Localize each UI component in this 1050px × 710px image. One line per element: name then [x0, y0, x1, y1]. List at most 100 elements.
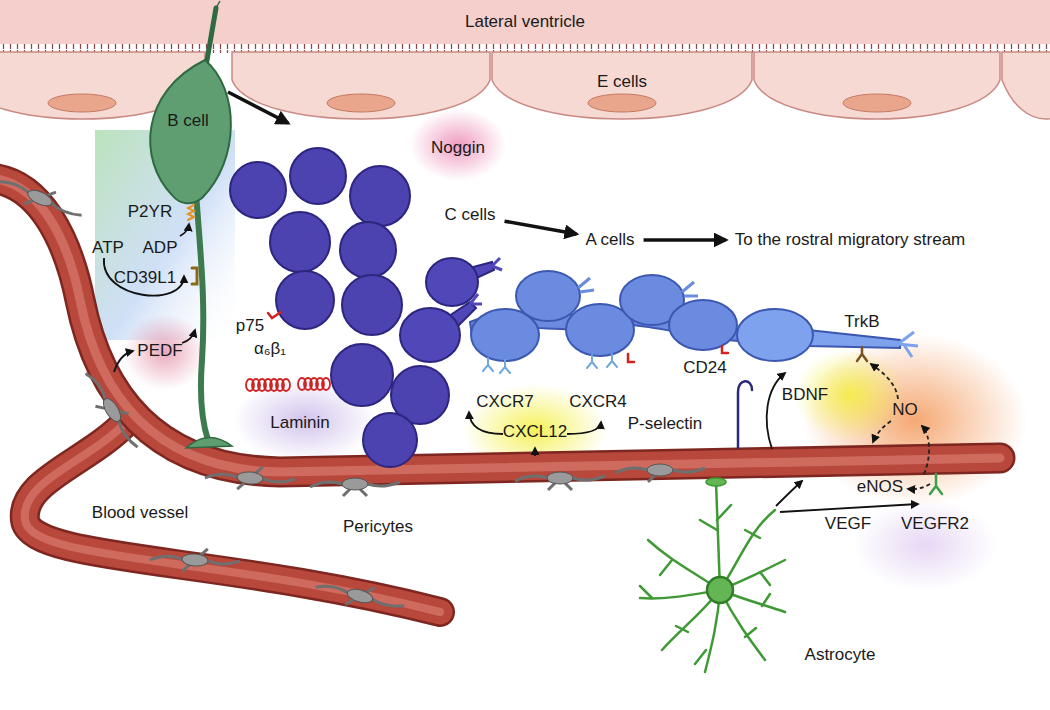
blood-vessel: [25, 420, 440, 612]
pericyte: [547, 472, 573, 484]
receptor: [310, 378, 318, 390]
receptor: [268, 312, 281, 318]
molecule-label: BDNF: [781, 386, 829, 405]
node-text: B cell: [167, 112, 209, 131]
ventricle: [0, 0, 1050, 53]
receptor: [246, 379, 254, 391]
node-text: A cells: [585, 231, 634, 250]
blood-vessel: [0, 178, 1000, 472]
pericyte: [313, 573, 406, 619]
transitional-cell: [462, 262, 494, 282]
receptor: [930, 474, 942, 494]
cell-label: Pericytes: [342, 518, 414, 537]
pericyte: [310, 482, 400, 496]
receptor: [258, 379, 266, 391]
signal-glow: [803, 334, 1027, 506]
receptor: [738, 381, 752, 448]
b-cell: B cell: [164, 111, 212, 132]
transitional-cell: [440, 302, 476, 334]
receptor-label: P2YR: [127, 203, 173, 222]
pericyte: [78, 365, 146, 454]
pericyte: [204, 463, 295, 493]
pericyte: [515, 472, 605, 490]
node-text: To the rostral migratory stream: [735, 231, 966, 250]
structure-label: Blood vessel: [91, 504, 189, 523]
signal-arrow: [114, 351, 133, 372]
molecule-label: VEGF: [824, 515, 872, 534]
receptor: [282, 379, 290, 391]
receptor-label: CXCR4: [568, 393, 628, 412]
molecule-label: NO: [891, 401, 919, 420]
pericyte: [26, 187, 55, 209]
receptor-label: CD24: [682, 359, 727, 378]
signal-arrow: [534, 448, 536, 456]
pericyte: [342, 478, 368, 490]
signal-arrow: [104, 92, 918, 512]
signal-arrow: [104, 258, 184, 296]
molecule-label: Noggin: [430, 139, 486, 158]
pericyte: [515, 476, 605, 490]
astrocyte: [716, 482, 720, 590]
enzyme-label: CD39L1: [113, 269, 177, 288]
signal-glow: [95, 109, 1027, 591]
enzyme-label: eNOS: [856, 478, 904, 497]
pericyte: [100, 396, 124, 424]
signal-arrow: [776, 481, 802, 506]
ependymal-nucleus: [327, 94, 395, 112]
blood-vessel: [0, 178, 1000, 612]
flow-arrow: [644, 238, 726, 242]
receptor: [316, 378, 324, 390]
receptor: [298, 378, 306, 390]
astrocyte: [640, 590, 720, 598]
node-text: C cells: [444, 206, 495, 225]
a-cell: [737, 309, 813, 361]
pericyte: [237, 471, 264, 485]
ependymal-cell: [754, 52, 1000, 119]
c-cell: [350, 166, 410, 226]
pericyte: [615, 464, 705, 482]
astrocyte: [720, 510, 775, 590]
ependymal-cell: [492, 52, 752, 119]
b-cell-body: [196, 192, 208, 440]
c-cell: [331, 344, 393, 406]
pericyte: [313, 573, 406, 619]
a-cell: [470, 309, 760, 342]
b-cell-body: [206, 8, 216, 66]
molecule-label: PEDF: [136, 342, 183, 361]
signal-arrow: [228, 92, 288, 123]
pericyte: [346, 587, 374, 605]
c-cell: [270, 212, 330, 272]
c-cell: [363, 413, 417, 467]
signal-arrow: [182, 330, 195, 343]
ventricle-band: Lateral ventricle: [0, 0, 1050, 44]
c-cell: [340, 222, 396, 278]
receptor-label: VEGFR2: [900, 515, 970, 534]
ependymal-nucleus: [48, 94, 116, 112]
a-cell: [566, 304, 634, 356]
ventricle: [0, 0, 1050, 44]
dashed-signal-arrow: [871, 364, 898, 399]
molecule-label: CXCL12: [502, 423, 568, 442]
blood-vessel: [25, 420, 440, 612]
transitional-cell: [470, 258, 502, 304]
molecule-label: Laminin: [269, 414, 331, 433]
signal-arrow: [180, 224, 189, 236]
receptor: [252, 379, 260, 391]
dashed-signal-arrow: [922, 426, 929, 474]
blood-vessel: [0, 178, 1000, 472]
astrocyte: [662, 590, 720, 650]
b-cell-body: [150, 60, 231, 203]
receptor: [322, 378, 330, 390]
a-cell: [808, 330, 900, 348]
transitional-cell: [426, 258, 478, 306]
a-cell: [470, 271, 918, 361]
receptor-label: p75: [235, 317, 265, 336]
pericyte: [0, 168, 86, 228]
c-cell: [230, 162, 286, 218]
molecule-label: ATP: [91, 239, 125, 258]
a-cell: [898, 332, 918, 357]
astrocyte: [640, 478, 785, 672]
a-cell: [516, 271, 580, 321]
pericyte: [149, 545, 240, 575]
